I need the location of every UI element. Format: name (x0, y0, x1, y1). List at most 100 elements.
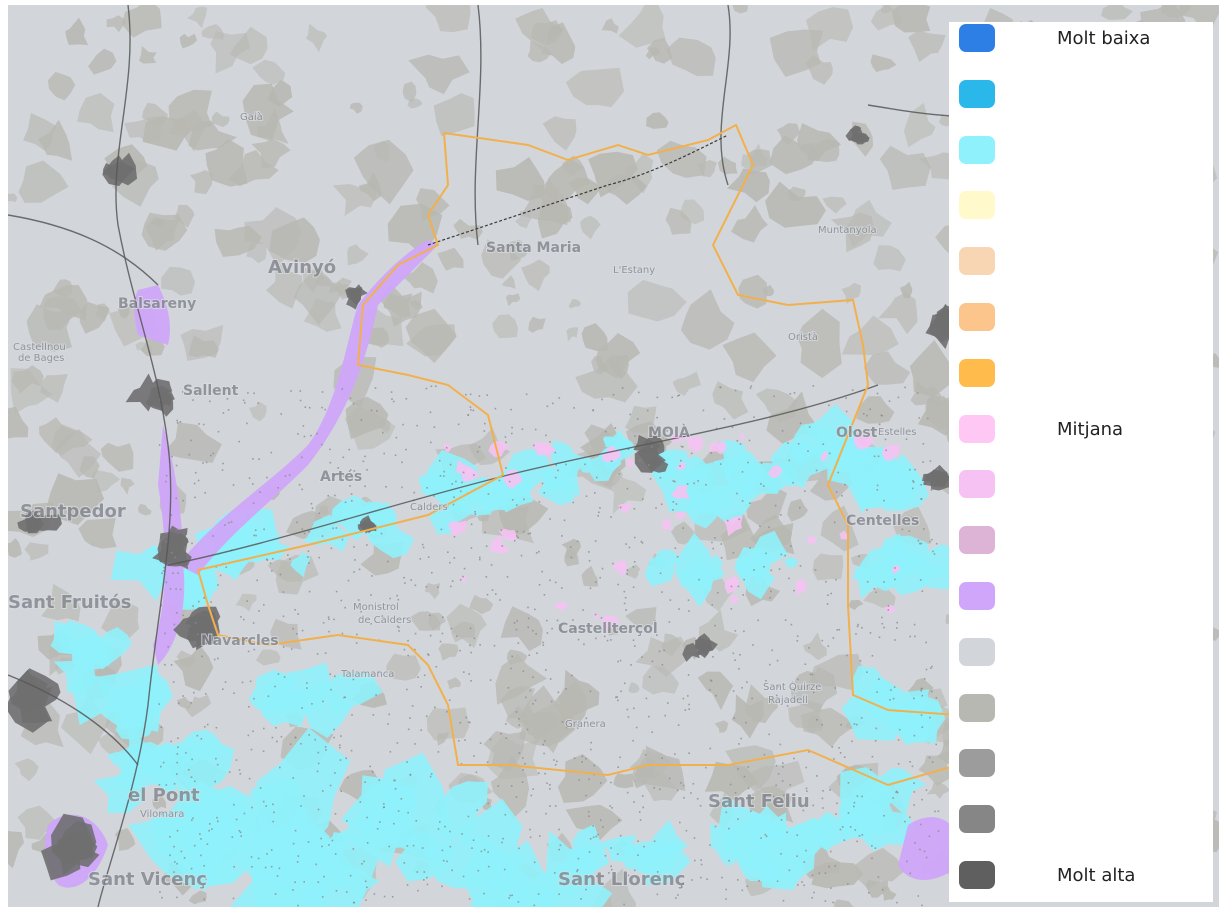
terrain-patch (180, 324, 224, 361)
urban-dot (173, 783, 176, 785)
label-calders: Calders (410, 502, 448, 513)
urban-dot (847, 883, 849, 885)
urban-dot (238, 830, 241, 832)
terrain-patch (794, 670, 819, 692)
cyan-zone (564, 844, 600, 872)
urban-dot (599, 782, 602, 784)
urban-dot (619, 506, 622, 509)
urban-dot (246, 422, 248, 425)
urban-dot (594, 540, 597, 542)
urban-dot (642, 498, 644, 500)
urban-dot (841, 826, 844, 828)
urban-dot (780, 514, 782, 516)
urban-dot (505, 441, 507, 444)
urban-dot (595, 637, 597, 640)
urban-dot (705, 766, 707, 769)
urban-dot (198, 600, 200, 603)
urban-dot (808, 751, 810, 753)
urban-dot (775, 784, 777, 787)
urban-dot (192, 797, 194, 799)
urban-dot (771, 649, 773, 652)
urban-dot (560, 629, 563, 631)
urban-dot (340, 735, 342, 737)
urban-dot (553, 872, 556, 874)
urban-dot (211, 828, 213, 830)
urban-dot (316, 653, 319, 655)
urban-dot (680, 445, 683, 448)
urban-dot (376, 828, 379, 830)
purple-corridor (898, 817, 960, 880)
urban-dot (262, 800, 265, 803)
urban-dot (654, 620, 656, 623)
urban-dot (208, 829, 210, 832)
urban-dot (683, 797, 685, 799)
urban-dot (362, 460, 365, 463)
urban-dot (660, 503, 663, 505)
urban-dot (543, 752, 545, 755)
urban-dot (918, 417, 921, 419)
urban-dot (515, 796, 518, 798)
urban-dot (858, 555, 860, 558)
terrain-patch (79, 301, 109, 334)
terrain-patch (100, 442, 134, 472)
urban-dot (731, 426, 734, 429)
urban-dot (253, 697, 255, 700)
urban-dot (919, 579, 922, 581)
urban-dot (526, 728, 529, 731)
urban-dot (517, 901, 520, 903)
cyan-zone (654, 549, 676, 570)
urban-dot (516, 535, 518, 537)
urban-dot (239, 831, 242, 834)
urban-dot (177, 737, 179, 739)
urban-dot (738, 518, 740, 521)
terrain-patch (173, 645, 214, 692)
urban-dot (398, 626, 400, 629)
urban-dot (403, 648, 406, 651)
urban-dot (572, 501, 575, 504)
urban-dot (626, 569, 629, 571)
urban-dot (328, 618, 330, 620)
urban-dot (421, 543, 424, 546)
pink-patch (455, 459, 474, 475)
urban-dot (321, 896, 324, 898)
urban-dot (474, 511, 476, 513)
urban-dot (829, 789, 831, 791)
urban-dot (420, 729, 422, 731)
urban-dot (777, 685, 779, 688)
urban-dot (173, 871, 175, 873)
urban-dot (346, 776, 349, 779)
urban-dot (786, 705, 789, 707)
urban-dot (444, 825, 446, 828)
urban-dot (878, 423, 881, 426)
label-talamanca: Talamanca (340, 669, 394, 680)
urban-dot (277, 673, 280, 675)
urban-dot (396, 625, 399, 628)
urban-dot (518, 724, 521, 726)
urban-dot (551, 627, 553, 630)
urban-dot (765, 680, 767, 682)
urban-dot (832, 637, 835, 639)
urban-dot (280, 413, 282, 415)
urban-dot (458, 740, 460, 742)
urban-dot (364, 880, 367, 883)
urban-dot (333, 736, 335, 739)
urban-dot (748, 439, 751, 442)
urban-dot (409, 717, 411, 719)
urban-dot (272, 557, 274, 560)
urban-dot (640, 540, 643, 543)
legend-item (949, 134, 1213, 164)
urban-dot (599, 576, 601, 579)
urban-dot (799, 506, 801, 509)
urban-dot (805, 787, 808, 790)
urban-dot (623, 590, 626, 593)
label-de-bages: de Bages (18, 353, 64, 364)
urban-dot (624, 596, 627, 599)
urban-dot (700, 863, 703, 866)
urban-dot (303, 795, 305, 797)
terrain-patch (863, 351, 911, 385)
legend-label: Molt baixa (1057, 28, 1151, 49)
urban-dot (932, 550, 934, 553)
urban-dot (592, 825, 594, 827)
urban-dot (664, 714, 666, 717)
urban-dot (523, 498, 525, 501)
